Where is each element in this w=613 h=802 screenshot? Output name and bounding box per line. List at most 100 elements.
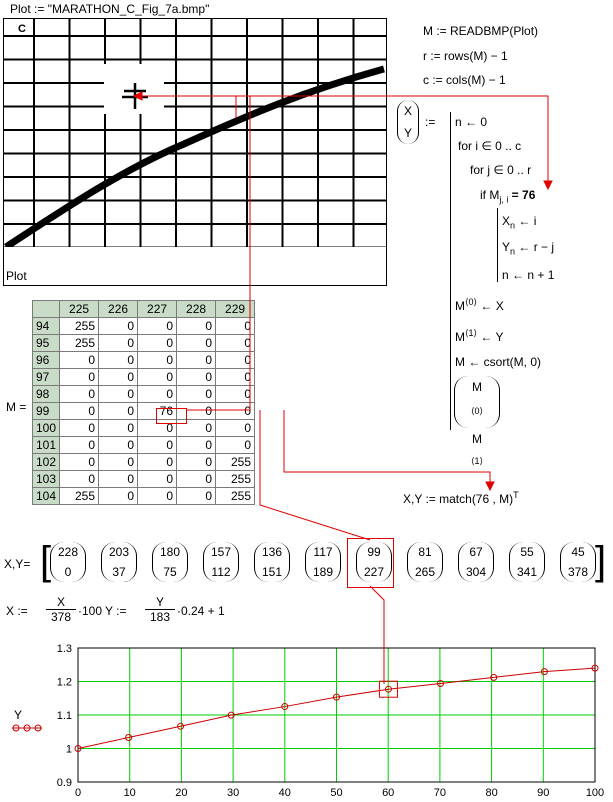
matrix-cell[interactable]: 0 bbox=[59, 351, 100, 369]
matrix-cell[interactable]: 0 bbox=[176, 317, 217, 335]
matrix-cell[interactable]: 0 bbox=[98, 453, 139, 471]
def-readbmp: M := READBMP(Plot) bbox=[423, 24, 539, 38]
x-formula-tail: ·100 bbox=[78, 604, 103, 618]
matrix-cell[interactable]: 0 bbox=[215, 317, 256, 335]
matrix-cell[interactable]: 0 bbox=[98, 470, 139, 488]
matrix-cell[interactable]: 0 bbox=[215, 402, 256, 420]
prog-line-2: for i ∈ 0 .. c bbox=[458, 139, 522, 153]
matrix-col-header: 226 bbox=[98, 300, 139, 318]
matrix-cell[interactable]: 0 bbox=[176, 351, 217, 369]
matrix-row-header: 97 bbox=[31, 368, 61, 386]
matrix-cell[interactable]: 0 bbox=[176, 470, 217, 488]
matrix-cell[interactable]: 0 bbox=[59, 453, 100, 471]
matrix-cell[interactable]: 0 bbox=[59, 368, 100, 386]
matrix-cell[interactable]: 0 bbox=[176, 436, 217, 454]
y-tick-label: 1 bbox=[66, 744, 72, 756]
bitmap-plot-image[interactable]: C Plot bbox=[3, 18, 387, 286]
matrix-row-header: 100 bbox=[31, 419, 61, 437]
matrix-cell[interactable]: 0 bbox=[59, 470, 100, 488]
matrix-cell[interactable]: 0 bbox=[137, 351, 178, 369]
matrix-cell[interactable]: 0 bbox=[98, 317, 139, 335]
matrix-cell[interactable]: 0 bbox=[59, 402, 100, 420]
x-tick-label: 0 bbox=[75, 787, 81, 799]
x-tick-label: 40 bbox=[279, 787, 291, 799]
matrix-cell[interactable]: 0 bbox=[176, 487, 217, 505]
matrix-cell[interactable]: 0 bbox=[137, 334, 178, 352]
x-tick-label: 60 bbox=[382, 787, 394, 799]
matrix-row-header: 104 bbox=[31, 487, 61, 505]
matrix-cell[interactable]: 255 bbox=[215, 470, 256, 488]
data-point bbox=[333, 693, 340, 701]
matrix-col-header: 228 bbox=[176, 300, 217, 318]
vector-y: 151 bbox=[261, 565, 283, 579]
inner-bar bbox=[497, 208, 498, 282]
prog-line-3: for j ∈ 0 .. r bbox=[470, 163, 532, 177]
vector-y: 304 bbox=[465, 565, 487, 579]
matrix-cell[interactable]: 0 bbox=[137, 368, 178, 386]
matrix-cell[interactable]: 0 bbox=[59, 419, 100, 437]
data-point bbox=[125, 734, 133, 742]
data-point bbox=[227, 711, 235, 719]
matrix-cell[interactable]: 0 bbox=[98, 487, 139, 505]
left-bracket: [ bbox=[40, 539, 52, 583]
matrix-cell[interactable]: 0 bbox=[137, 487, 178, 505]
assign-operator: := bbox=[425, 115, 436, 129]
vector-x: 99 bbox=[367, 545, 381, 559]
matrix-cell[interactable]: 0 bbox=[176, 334, 217, 352]
vector-y: 227 bbox=[363, 565, 385, 579]
matrix-cell[interactable]: 0 bbox=[176, 385, 217, 403]
matrix-cell[interactable]: 0 bbox=[98, 402, 139, 420]
data-point bbox=[490, 673, 498, 681]
matrix-cell[interactable]: 0 bbox=[59, 385, 100, 403]
matrix-cell[interactable]: 255 bbox=[215, 487, 256, 505]
prog-line-9: M⟨1⟩ ← Y bbox=[455, 328, 504, 344]
matrix-cell[interactable]: 0 bbox=[98, 334, 139, 352]
x-tick-label: 90 bbox=[537, 787, 549, 799]
vector-y: 265 bbox=[414, 565, 436, 579]
matrix-label: M = bbox=[6, 400, 27, 414]
matrix-cell[interactable]: 0 bbox=[176, 368, 217, 386]
matrix-cell[interactable]: 0 bbox=[176, 453, 217, 471]
y-formula-tail: ·0.24 + 1 bbox=[177, 604, 225, 618]
matrix-cell[interactable]: 255 bbox=[59, 334, 100, 352]
match-expression: X,Y := match(76 , M)T bbox=[403, 490, 519, 506]
matrix-cell[interactable]: 0 bbox=[215, 385, 256, 403]
plot-border bbox=[77, 647, 596, 783]
matrix-cell[interactable]: 0 bbox=[215, 419, 256, 437]
matrix-cell[interactable]: 255 bbox=[215, 453, 256, 471]
matrix-cell[interactable]: 255 bbox=[59, 317, 100, 335]
lhs-vector: X Y bbox=[397, 100, 419, 144]
matrix-cell[interactable]: 0 bbox=[98, 419, 139, 437]
matrix-cell[interactable]: 0 bbox=[59, 436, 100, 454]
x-fraction: X 378 bbox=[46, 595, 76, 624]
matrix-cell[interactable]: 0 bbox=[98, 436, 139, 454]
matrix-row-header: 102 bbox=[31, 453, 61, 471]
x-tick-label: 50 bbox=[330, 787, 342, 799]
matrix-cell[interactable]: 0 bbox=[215, 436, 256, 454]
matrix-cell[interactable]: 0 bbox=[215, 334, 256, 352]
matrix-cell[interactable]: 0 bbox=[137, 385, 178, 403]
matrix-cell[interactable]: 0 bbox=[137, 470, 178, 488]
matrix-cell[interactable]: 0 bbox=[137, 436, 178, 454]
matrix-cell[interactable]: 0 bbox=[98, 368, 139, 386]
matrix-cell[interactable]: 0 bbox=[98, 385, 139, 403]
matrix-cell[interactable]: 0 bbox=[137, 453, 178, 471]
matrix-cell[interactable]: 0 bbox=[215, 351, 256, 369]
matrix-row-header: 94 bbox=[31, 317, 61, 335]
matrix-col-header: 229 bbox=[215, 300, 256, 318]
matrix-cell[interactable]: 0 bbox=[137, 317, 178, 335]
matrix-cell[interactable]: 0 bbox=[215, 368, 256, 386]
matrix-cell[interactable]: 255 bbox=[59, 487, 100, 505]
matrix-cell[interactable]: 0 bbox=[98, 351, 139, 369]
